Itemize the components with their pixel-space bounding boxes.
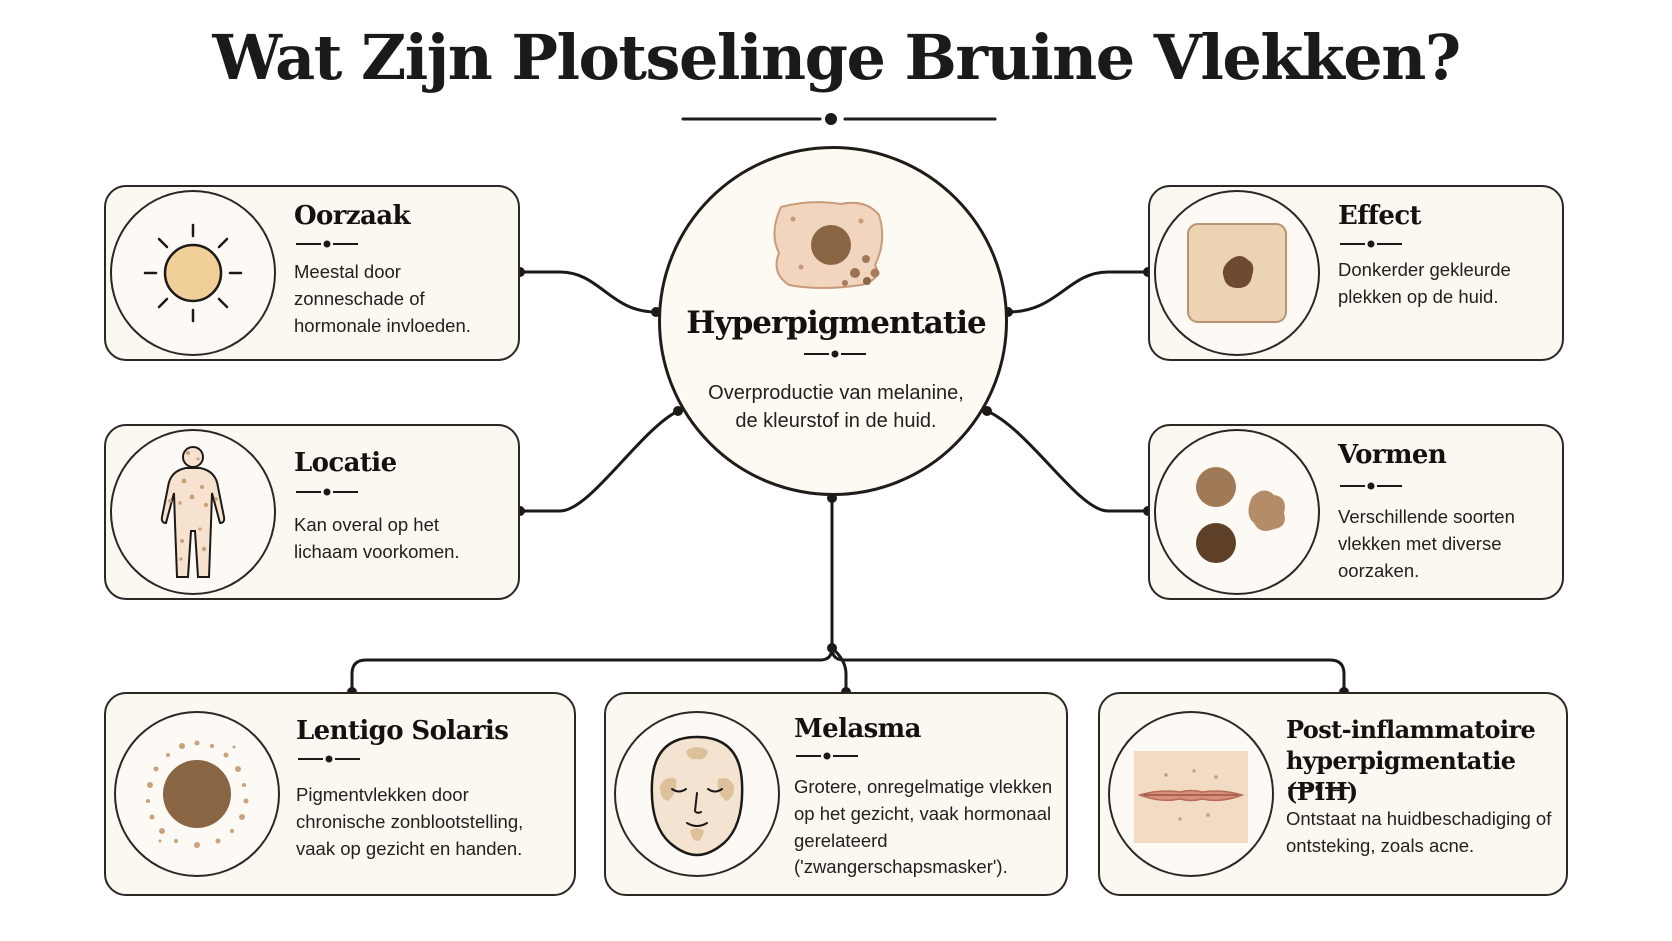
skin-patch-icon xyxy=(1187,223,1287,323)
card-vormen-medallion xyxy=(1154,429,1320,595)
card-lentigo-title: Lentigo Solaris xyxy=(296,716,509,746)
card-locatie: Locatie Kan overal op het lichaam voorko… xyxy=(104,424,520,600)
divider-icon xyxy=(298,755,360,763)
card-locatie-medallion xyxy=(110,429,276,595)
divider-icon xyxy=(296,240,358,248)
card-melasma-description: Grotere, onregelmatige vlekken op het ge… xyxy=(794,776,1053,878)
sun-icon xyxy=(143,223,243,323)
card-pih-description: Ontstaat na huidbeschadiging of ontsteki… xyxy=(1286,808,1552,856)
divider-icon xyxy=(796,752,858,760)
card-melasma-medallion xyxy=(614,711,780,877)
human-body-icon xyxy=(160,446,226,578)
card-effect-medallion xyxy=(1154,190,1320,356)
skin-cell-icon xyxy=(773,201,884,289)
divider-icon xyxy=(296,488,358,496)
card-lentigo-description: Pigmentvlekken door chronische zonbloots… xyxy=(296,784,524,859)
card-pih: Post-inflammatoire hyperpigmentatie (PIH… xyxy=(1098,692,1568,896)
card-locatie-description: Kan overal op het lichaam voorkomen. xyxy=(294,514,460,562)
card-oorzaak-description: Meestal door zonneschade of hormonale in… xyxy=(294,261,471,336)
card-pih-title-line1: Post-inflammatoire xyxy=(1286,715,1536,744)
card-vormen-title: Vormen xyxy=(1338,440,1447,470)
card-effect-description: Donkerder gekleurde plekken op de huid. xyxy=(1338,259,1511,307)
card-vormen: Vormen Verschillende soorten vlekken met… xyxy=(1148,424,1564,600)
card-effect-title: Effect xyxy=(1338,201,1422,231)
card-oorzaak: Oorzaak Meestal door zonneschade of horm… xyxy=(104,185,520,361)
sun-spot-icon xyxy=(146,740,249,848)
center-title: Hyperpigmentatie xyxy=(686,305,986,341)
spots-icon xyxy=(1196,467,1285,563)
card-pih-medallion xyxy=(1108,711,1274,877)
divider-icon xyxy=(1288,784,1350,792)
card-oorzaak-title: Oorzaak xyxy=(294,201,411,231)
card-effect: Effect Donkerder gekleurde plekken op de… xyxy=(1148,185,1564,361)
face-icon xyxy=(650,735,744,857)
card-lentigo-solaris: Lentigo Solaris Pigmentvlekken door chro… xyxy=(104,692,576,896)
title-divider-icon xyxy=(804,350,866,358)
center-description: Overproductie van melanine, de kleurstof… xyxy=(708,382,964,432)
card-pih-title: Post-inflammatoire hyperpigmentatie (PIH… xyxy=(1286,714,1566,808)
page-title: Wat Zijn Plotselinge Bruine Vlekken? xyxy=(212,21,1461,94)
card-vormen-description: Verschillende soorten vlekken met divers… xyxy=(1338,506,1515,581)
card-melasma: Melasma Grotere, onregelmatige vlekken o… xyxy=(604,692,1068,896)
divider-icon xyxy=(1340,482,1402,490)
card-locatie-title: Locatie xyxy=(294,448,397,478)
card-pih-title-line2: hyperpigmentatie (PIH) xyxy=(1286,746,1516,807)
card-melasma-title: Melasma xyxy=(794,714,921,744)
divider-icon xyxy=(1340,240,1402,248)
card-oorzaak-medallion xyxy=(110,190,276,356)
center-node-hyperpigmentatie: Hyperpigmentatie Overproductie van melan… xyxy=(658,146,1008,496)
skin-lesion-icon xyxy=(1134,751,1248,843)
card-lentigo-medallion xyxy=(114,711,280,877)
